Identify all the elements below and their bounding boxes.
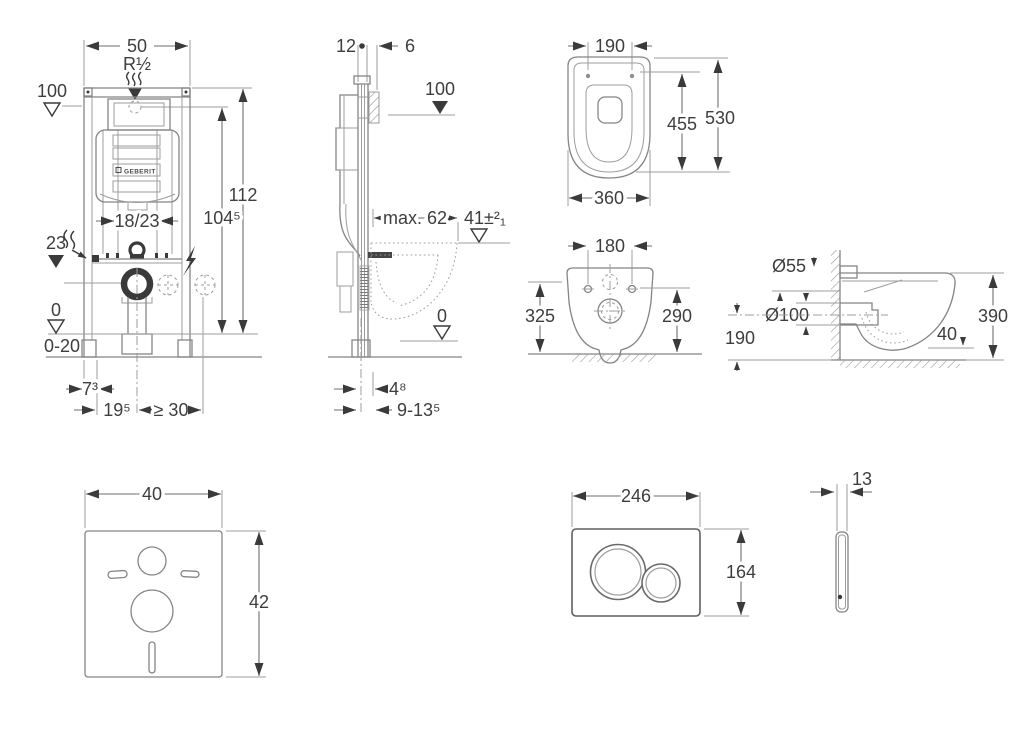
dim-pad-height: 42: [249, 592, 269, 612]
pad-hole-small: [137, 546, 167, 576]
sound-pad-view: 40 42: [84, 481, 273, 678]
level-marker-outlet: 23: [46, 233, 66, 268]
cistern: GEBERIT: [95, 129, 180, 211]
dim-plate-thickness: 13: [852, 469, 872, 489]
level-marker-pan: [469, 228, 489, 244]
threaded-rod: [359, 265, 370, 311]
pan-body-outline: [566, 267, 654, 364]
frame-structure: [81, 87, 193, 358]
mounting-bolts: [582, 284, 638, 294]
dim-total-depth: 530: [705, 108, 735, 128]
flush-plate-side-view: 13: [810, 469, 872, 613]
wall-hatch: [831, 250, 840, 360]
dim-pan-total-height: 390: [978, 306, 1008, 326]
dim-plate-width: 246: [621, 486, 651, 506]
dim-floor-range: 0-20: [44, 336, 80, 356]
dim-foot-depth: 4⁸: [389, 379, 407, 399]
dim-flush-pipe-dia: Ø55: [772, 256, 806, 276]
dim-frame-inlet-level: 100: [37, 81, 67, 101]
electrical-connection-icon: [183, 246, 196, 276]
service-opening: [107, 98, 171, 131]
dim-frame-width: 50: [127, 36, 147, 56]
dim-frame-depth: 12: [336, 36, 356, 56]
cistern-brand-label: GEBERIT: [124, 169, 156, 176]
dim-frame-inlet-thread: R½: [123, 54, 151, 74]
dim-outlet-height-side: 190: [725, 328, 755, 348]
dim-pad-width: 40: [142, 484, 162, 504]
dim-front-offset: 6: [405, 36, 415, 56]
dim-pan-width: 360: [594, 188, 624, 208]
dim-side-clearance: ≥ 30: [154, 400, 189, 420]
level-marker-inlet: 100: [37, 81, 67, 118]
dim-rim-depth: 40: [937, 324, 957, 344]
dim-bolt-spacing: 180: [595, 236, 625, 256]
dim-left-height: 325: [525, 306, 555, 326]
pan-lid-outline: [567, 56, 651, 179]
frame-rail-side: [351, 75, 371, 358]
dim-wall-range: 9-13⁵: [397, 400, 441, 420]
plate-side-outline: [835, 531, 849, 613]
pad-slot-bottom: [148, 641, 156, 674]
dim-seat-depth: 455: [667, 114, 697, 134]
dim-hinge-spacing: 190: [595, 36, 625, 56]
flush-pipe-stub: [839, 265, 858, 279]
pan-front-view: 180 325 290: [521, 233, 702, 364]
dim-max-depth: max. 62: [383, 208, 447, 228]
pan-top-view: 190 455 530 360: [567, 33, 739, 212]
floor-hatch-side: [840, 360, 960, 368]
dim-foot-offset: 7³: [82, 379, 98, 399]
dim-actuator-range: 18/23: [114, 211, 159, 231]
pad-outline: [84, 530, 223, 678]
pan-outline-dotted: [370, 242, 458, 320]
water-supply-icon: [63, 229, 99, 262]
plate-clip: [837, 594, 843, 600]
outlet-stub: [840, 302, 879, 326]
dim-upper-height: 104⁵: [203, 208, 241, 228]
water-inlet-icon: [125, 71, 142, 100]
fill-valve: [128, 241, 146, 259]
level-marker-inlet-side: 100: [388, 79, 455, 116]
level-marker-floor: 0: [46, 300, 66, 335]
level-marker-floor-side: 0: [400, 306, 458, 342]
flush-plate-view: 246 164: [571, 483, 760, 617]
flush-inlet-hole: [602, 274, 618, 290]
cistern-side: [335, 94, 363, 313]
pan-side-outline: [840, 272, 956, 351]
pad-slot-left: [107, 569, 128, 580]
pan-side-view: Ø55 Ø100 190 40 390: [721, 250, 1012, 371]
frame-side-view: 12 6 100: [328, 36, 510, 420]
dim-outlet-height: 23: [46, 233, 66, 253]
dim-right-height: 290: [662, 306, 692, 326]
dim-inlet-level-side: 100: [425, 79, 455, 99]
dim-zero-level-side: 0: [437, 306, 447, 326]
dim-plate-height: 164: [726, 562, 756, 582]
wall-bracket: [368, 91, 380, 124]
pad-slot-right: [180, 570, 200, 578]
floor-hatch: [572, 354, 656, 362]
dim-total-height: 112: [229, 185, 258, 205]
frame-front-view: 50 R½ 100: [37, 36, 262, 424]
dim-pan-level: 41±²₁: [464, 208, 506, 228]
dim-zero-level: 0: [51, 300, 61, 320]
pad-hole-large: [130, 589, 174, 633]
flush-button-small: [641, 563, 681, 603]
dim-outlet-offset: 19⁵: [103, 400, 130, 420]
